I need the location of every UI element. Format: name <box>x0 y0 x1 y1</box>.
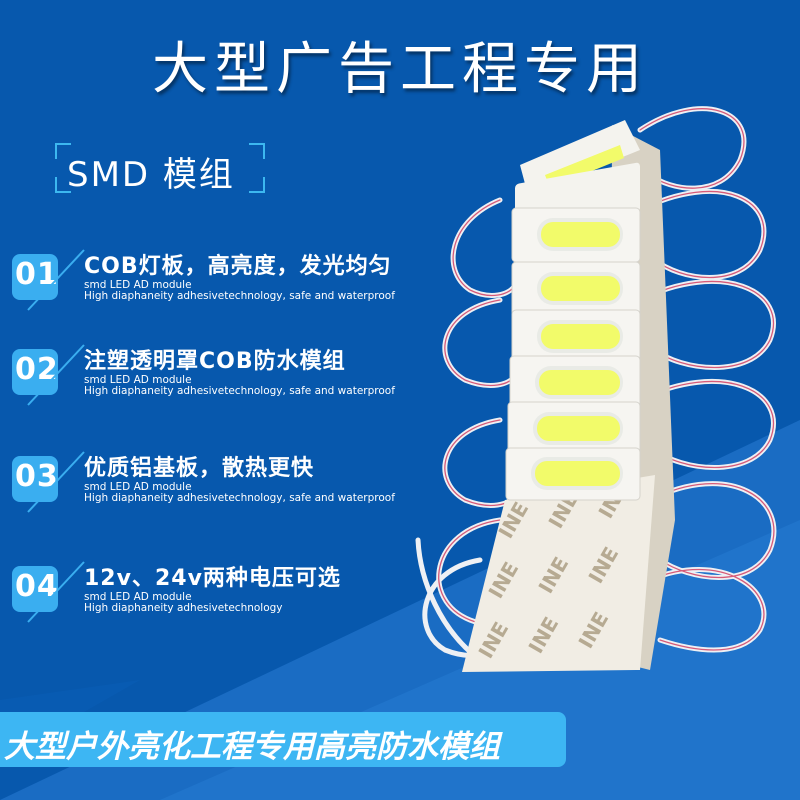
number-badge: 04 <box>12 566 58 612</box>
module <box>511 207 641 263</box>
feature-title: 优质铝基板，散热更快 <box>84 456 315 481</box>
section-label: SMD 模组 <box>67 155 235 195</box>
feature-description: High diaphaneity adhesivetechnology <box>84 602 283 614</box>
module <box>509 355 641 411</box>
bracket-corner <box>249 177 265 193</box>
module <box>507 401 641 457</box>
feature-description: High diaphaneity adhesivetechnology, saf… <box>84 385 395 397</box>
number-badge: 01 <box>12 254 58 300</box>
banner-text: 大型户外亮化工程专用高亮防水模组 <box>4 729 500 765</box>
feature-description: High diaphaneity adhesivetechnology, saf… <box>84 492 395 504</box>
led-modules <box>505 120 641 501</box>
bracket-corner <box>55 143 71 159</box>
feature-description: High diaphaneity adhesivetechnology, saf… <box>84 290 395 302</box>
bottom-banner: 大型户外亮化工程专用高亮防水模组 <box>0 712 566 767</box>
feature-title: 注塑透明罩COB防水模组 <box>84 349 346 374</box>
feature-item: 03 优质铝基板，散热更快 smd LED AD module High dia… <box>12 444 452 514</box>
led-module-product-image: INE INE INE INE INE INE INE INE INE <box>415 106 777 672</box>
bracket-corner <box>55 177 71 193</box>
module <box>505 447 641 501</box>
slash-accent-icon <box>27 249 85 311</box>
slash-accent-icon <box>27 561 85 623</box>
bracket-corner <box>249 143 265 159</box>
number-badge: 03 <box>12 456 58 502</box>
page-title: 大型广告工程专用 <box>152 37 648 102</box>
feature-item: 01 COB灯板，高亮度，发光均匀 smd LED AD module High… <box>12 242 452 312</box>
feature-subtitle: smd LED AD module <box>84 591 192 603</box>
feature-item: 02 注塑透明罩COB防水模组 smd LED AD module High d… <box>12 337 452 407</box>
module <box>511 309 641 365</box>
section-label-box: SMD 模组 <box>55 143 265 195</box>
feature-subtitle: smd LED AD module <box>84 374 192 386</box>
feature-title: COB灯板，高亮度，发光均匀 <box>84 254 392 279</box>
wire-loops <box>415 106 777 663</box>
feature-item: 04 12v、24v两种电压可选 smd LED AD module High … <box>12 554 452 624</box>
slash-accent-icon <box>27 344 85 406</box>
slash-accent-icon <box>27 451 85 513</box>
feature-title: 12v、24v两种电压可选 <box>84 566 341 591</box>
module <box>511 261 641 317</box>
feature-subtitle: smd LED AD module <box>84 279 192 291</box>
feature-subtitle: smd LED AD module <box>84 481 192 493</box>
adhesive-backing <box>462 475 655 672</box>
